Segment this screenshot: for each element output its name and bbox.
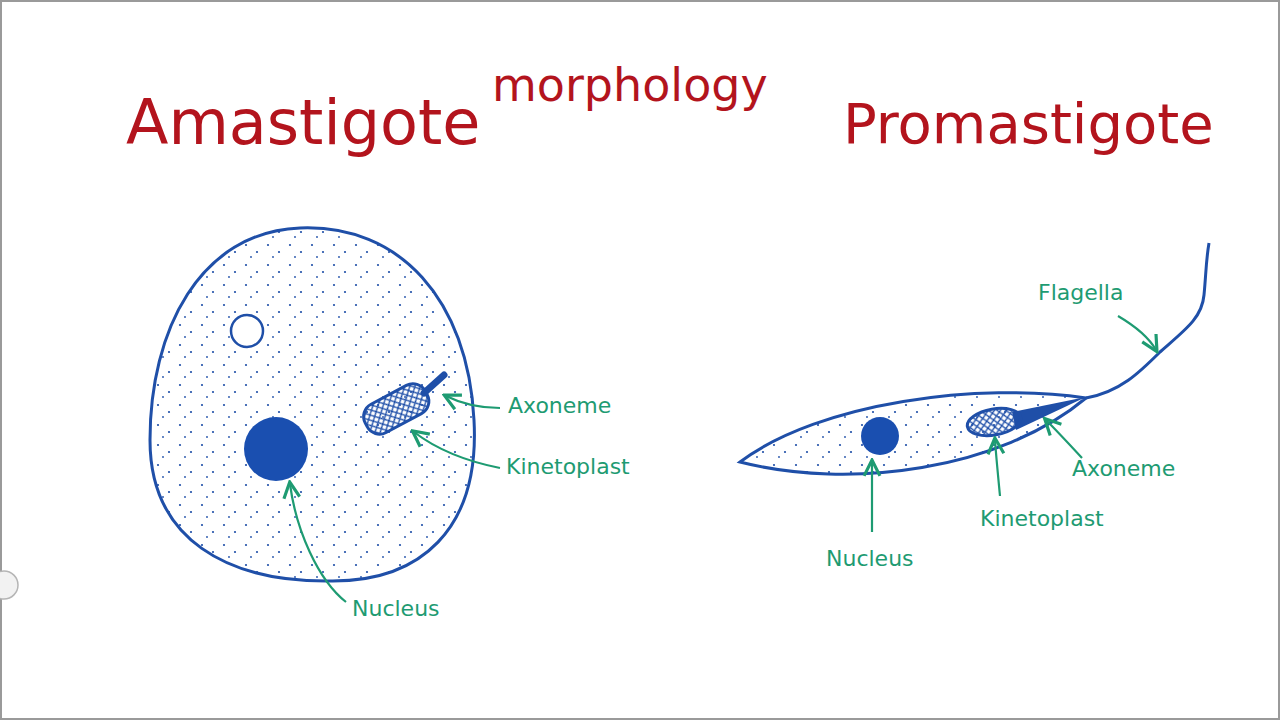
- vacuole: [231, 315, 263, 347]
- scroll-knob: [0, 571, 18, 599]
- promastigote-figure: [740, 243, 1209, 474]
- cell-outline: [150, 228, 474, 581]
- diagram-title: morphology: [492, 62, 768, 108]
- organism-heading: Amastigote: [126, 92, 480, 154]
- leader-line: [414, 432, 500, 468]
- part-label: Axoneme: [508, 395, 611, 417]
- axoneme-shape: [1012, 397, 1086, 430]
- kinetoplast-shape: [359, 379, 434, 439]
- part-label: Nucleus: [826, 548, 914, 570]
- leader-line: [995, 440, 1000, 496]
- part-label: Axoneme: [1072, 458, 1175, 480]
- axoneme-shape: [424, 375, 444, 393]
- organism-heading: Promastigote: [843, 96, 1214, 152]
- nucleus-shape: [244, 417, 308, 481]
- flagellum-shape: [1086, 243, 1209, 398]
- leader-line: [446, 396, 500, 408]
- leader-lines: [290, 316, 1156, 602]
- leader-line: [1118, 316, 1156, 350]
- kinetoplast-shape: [965, 405, 1023, 440]
- amastigote-figure: [150, 228, 474, 581]
- leader-line: [871, 462, 873, 532]
- part-label: Kinetoplast: [506, 456, 630, 478]
- part-label: Kinetoplast: [980, 508, 1104, 530]
- leader-line: [1046, 420, 1082, 458]
- nucleus-shape: [861, 417, 899, 455]
- leader-line: [290, 484, 346, 602]
- part-label: Nucleus: [352, 598, 440, 620]
- part-label: Flagella: [1038, 282, 1123, 304]
- cell-outline: [740, 393, 1086, 474]
